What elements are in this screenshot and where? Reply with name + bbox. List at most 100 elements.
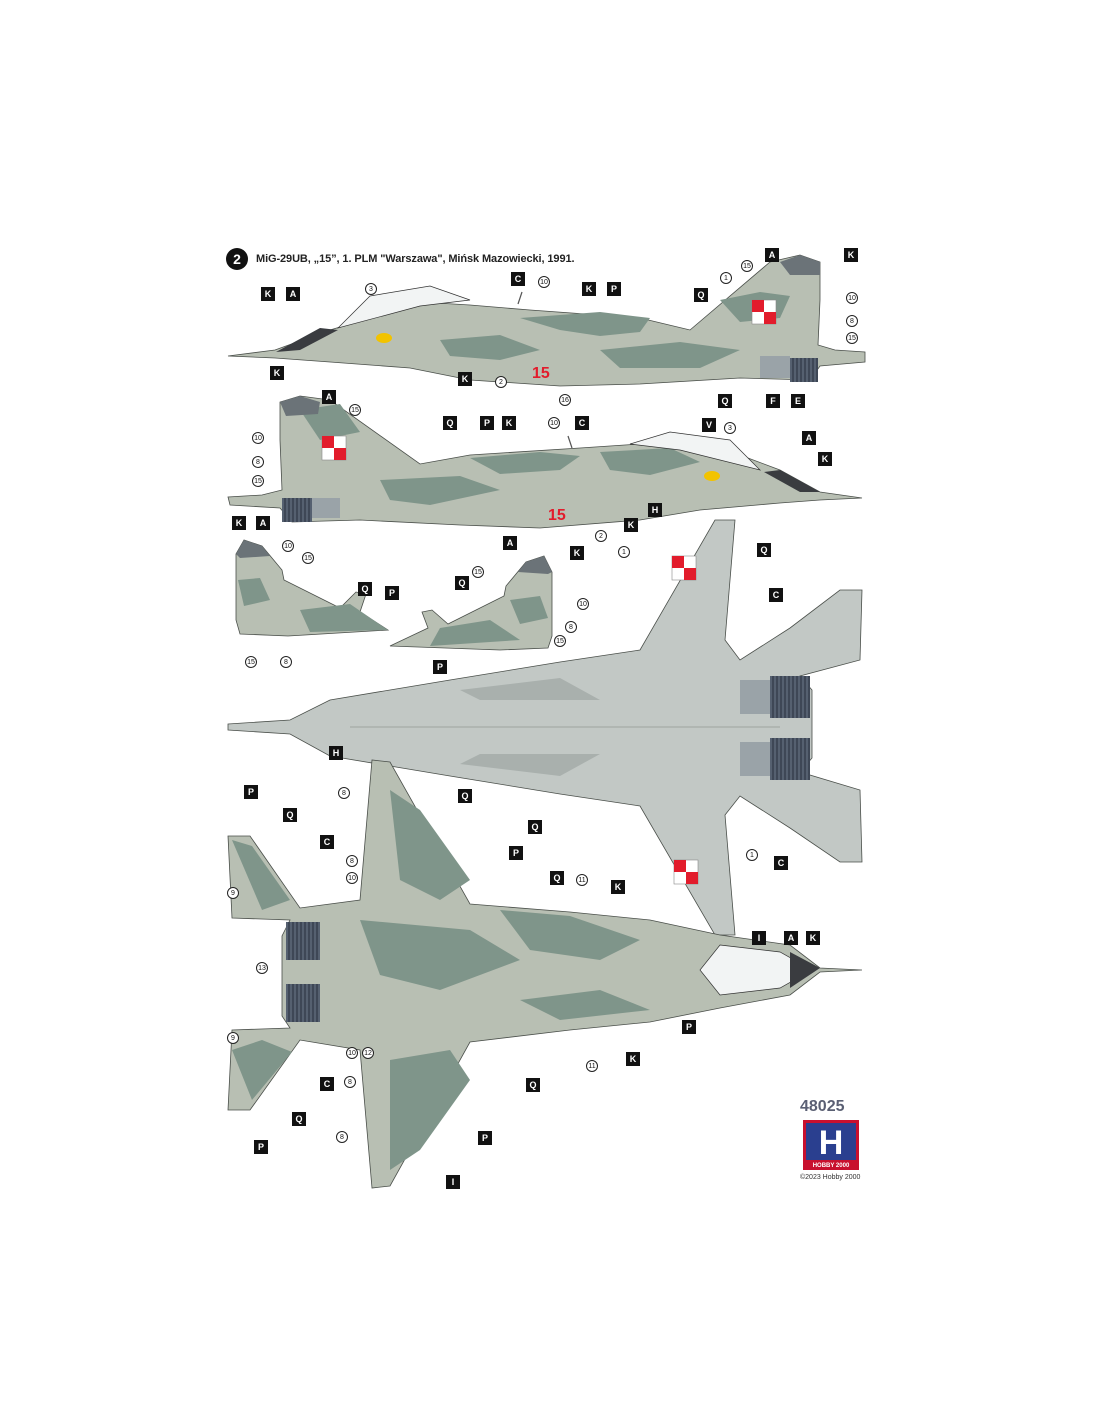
colour-label: K: [270, 366, 284, 380]
profile-title: MiG-29UB, „15”, 1. PLM "Warszawa", Mińsk…: [256, 253, 575, 265]
profile-number-badge: 2: [226, 248, 248, 270]
copyright: ©2023 Hobby 2000: [800, 1174, 861, 1181]
colour-label: I: [752, 931, 766, 945]
decal-callout: 8: [252, 456, 264, 468]
colour-label: Q: [358, 582, 372, 596]
colour-label: Q: [526, 1078, 540, 1092]
decal-callout: 15: [302, 552, 314, 564]
logo-letter: H: [819, 1124, 844, 1162]
profile-header: 2 MiG-29UB, „15”, 1. PLM "Warszawa", Miń…: [226, 248, 575, 270]
colour-label: P: [478, 1131, 492, 1145]
colour-label: K: [261, 287, 275, 301]
colour-label: Q: [283, 808, 297, 822]
decal-callout: 2: [495, 376, 507, 388]
colour-label: K: [844, 248, 858, 262]
tail-number-side-right: 15: [548, 507, 566, 524]
colour-label: P: [607, 282, 621, 296]
colour-label: V: [702, 418, 716, 432]
colour-label: Q: [718, 394, 732, 408]
colour-label: K: [806, 931, 820, 945]
decal-callout: 1: [618, 546, 630, 558]
colour-label: Q: [528, 820, 542, 834]
decal-callout: 10: [577, 598, 589, 610]
colour-label: P: [433, 660, 447, 674]
colour-label: H: [329, 746, 343, 760]
decal-callout: 10: [252, 432, 264, 444]
colour-label: P: [682, 1020, 696, 1034]
decal-callout: 11: [586, 1060, 598, 1072]
decal-callout: 3: [724, 422, 736, 434]
decal-callout: 8: [338, 787, 350, 799]
colour-label: Q: [455, 576, 469, 590]
decal-callout: 15: [846, 332, 858, 344]
colour-label: Q: [292, 1112, 306, 1126]
decal-callout: 10: [282, 540, 294, 552]
colour-label: A: [256, 516, 270, 530]
decal-callout: 15: [741, 260, 753, 272]
decal-callout: 16: [559, 394, 571, 406]
inner-fin-right: [389, 555, 553, 651]
decal-callout: 1: [746, 849, 758, 861]
colour-label: E: [791, 394, 805, 408]
decal-callout: 8: [344, 1076, 356, 1088]
colour-label: Q: [550, 871, 564, 885]
colour-label: K: [611, 880, 625, 894]
hobby-2000-logo: H HOBBY 2000: [803, 1120, 859, 1170]
decal-callout: 10: [846, 292, 858, 304]
colour-label: A: [503, 536, 517, 550]
decal-callout: 15: [554, 635, 566, 647]
colour-label: P: [509, 846, 523, 860]
decal-callout: 8: [846, 315, 858, 327]
decal-callout: 10: [538, 276, 550, 288]
colour-label: P: [244, 785, 258, 799]
kit-number: 48025: [800, 1098, 845, 1115]
decal-callout: 9: [227, 1032, 239, 1044]
decal-callout: 12: [362, 1047, 374, 1059]
decal-callout: 8: [346, 855, 358, 867]
colour-label: K: [582, 282, 596, 296]
colour-label: K: [818, 452, 832, 466]
colour-label: K: [624, 518, 638, 532]
decal-callout: 15: [349, 404, 361, 416]
colour-label: C: [575, 416, 589, 430]
colour-label: K: [570, 546, 584, 560]
colour-label: P: [385, 586, 399, 600]
colour-label: K: [626, 1052, 640, 1066]
decal-callout: 10: [346, 872, 358, 884]
colour-label: H: [648, 503, 662, 517]
right-side-profile: 15: [227, 395, 863, 529]
colour-label: A: [802, 431, 816, 445]
decal-callout: 8: [565, 621, 577, 633]
decal-callout: 10: [548, 417, 560, 429]
decal-callout: 15: [472, 566, 484, 578]
decal-callout: 11: [576, 874, 588, 886]
colour-label: K: [502, 416, 516, 430]
decal-callout: 13: [256, 962, 268, 974]
decal-callout: 2: [595, 530, 607, 542]
colour-label: Q: [443, 416, 457, 430]
colour-label: C: [774, 856, 788, 870]
decal-callout: 15: [252, 475, 264, 487]
underside-view: [227, 519, 863, 936]
decal-callout: 9: [227, 887, 239, 899]
colour-label: C: [769, 588, 783, 602]
tail-number-side-left: 15: [532, 365, 550, 382]
top-view: [227, 759, 863, 1189]
decal-callout: 10: [346, 1047, 358, 1059]
colour-label: A: [765, 248, 779, 262]
colour-label: P: [480, 416, 494, 430]
colour-label: A: [322, 390, 336, 404]
colour-label: C: [320, 1077, 334, 1091]
decal-callout: 15: [245, 656, 257, 668]
colour-label: Q: [694, 288, 708, 302]
colour-label: P: [254, 1140, 268, 1154]
decal-callout: 8: [280, 656, 292, 668]
decal-callout: 3: [365, 283, 377, 295]
colour-label: C: [511, 272, 525, 286]
colour-label: C: [320, 835, 334, 849]
colour-label: Q: [458, 789, 472, 803]
colour-label: F: [766, 394, 780, 408]
colour-label: I: [446, 1175, 460, 1189]
